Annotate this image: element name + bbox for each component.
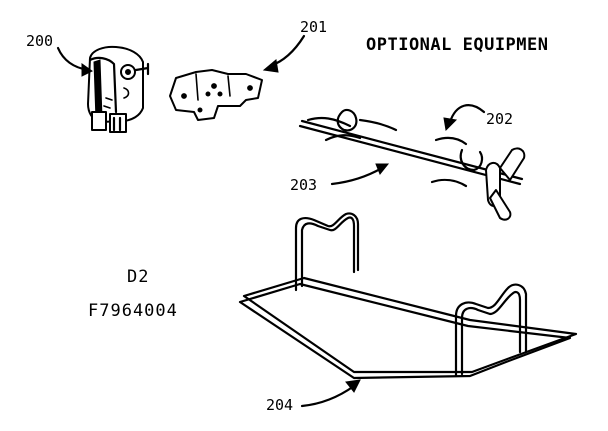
leader-203 <box>330 166 384 186</box>
arrowhead-201 <box>262 59 279 73</box>
diagram-title: OPTIONAL EQUIPMEN <box>366 35 549 55</box>
part-number-202: 202 <box>486 110 513 128</box>
part-200-motor <box>87 45 150 133</box>
leader-204 <box>300 384 356 408</box>
model-line-2: F7964004 <box>88 301 178 321</box>
part-202-203-spit <box>298 108 526 221</box>
model-line-1: D2 <box>127 267 149 287</box>
arrowhead-204 <box>345 379 361 393</box>
part-number-200: 200 <box>26 32 53 50</box>
arrowhead-200 <box>81 63 93 77</box>
part-number-201: 201 <box>300 18 327 36</box>
leader-202 <box>448 104 486 124</box>
arrowhead-203 <box>375 163 390 175</box>
part-201-bracket <box>169 69 263 121</box>
part-number-204: 204 <box>266 396 293 414</box>
part-204-rack <box>238 212 578 380</box>
arrowhead-202 <box>443 117 458 132</box>
part-number-203: 203 <box>290 176 317 194</box>
